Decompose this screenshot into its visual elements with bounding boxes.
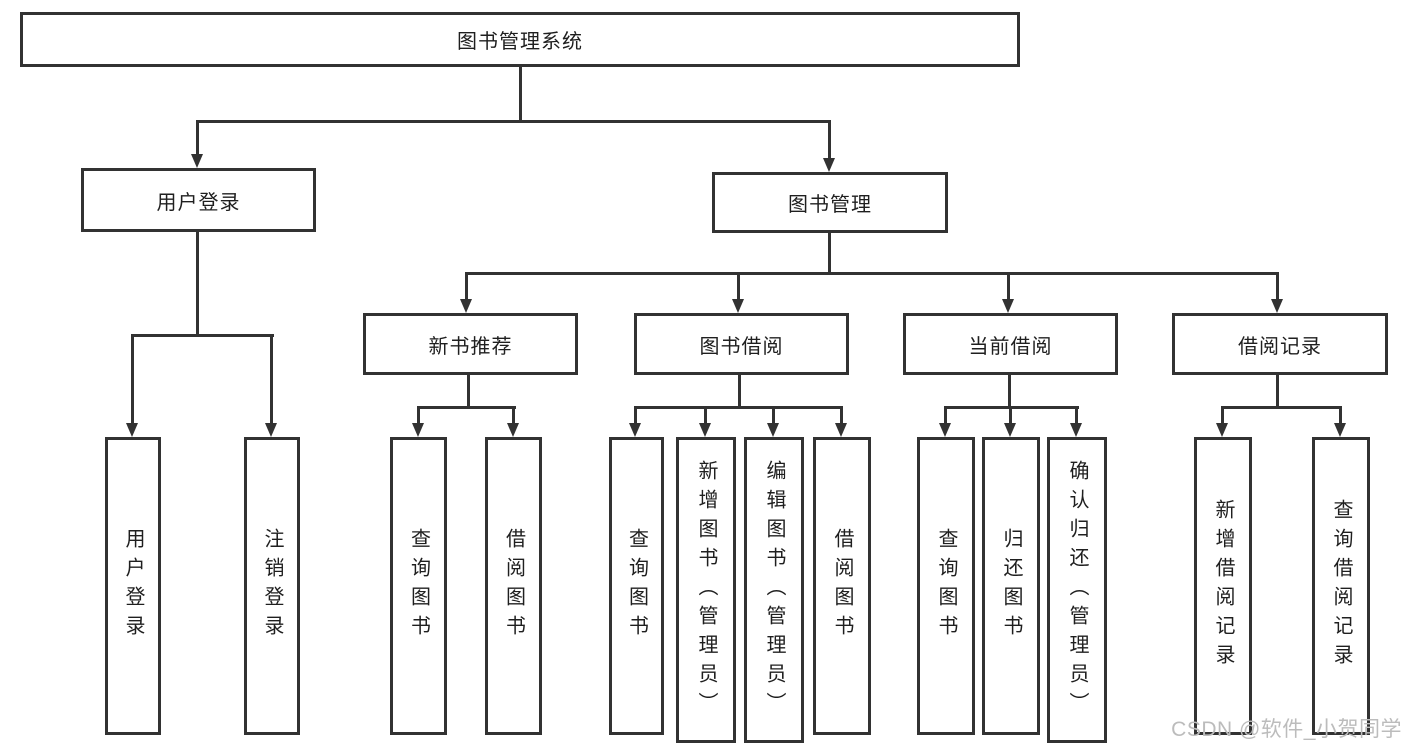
connector-line xyxy=(704,406,707,424)
arrowhead-down-icon xyxy=(767,423,779,437)
connector-line xyxy=(519,67,522,123)
node-user-login: 用户登录 xyxy=(81,168,316,232)
leaf-borrow-books-recommend: 借阅图书 xyxy=(485,437,542,735)
connector-line xyxy=(828,233,831,275)
connector-line xyxy=(840,406,843,424)
connector-line xyxy=(772,406,775,424)
connector-line xyxy=(1221,406,1342,409)
arrowhead-down-icon xyxy=(412,423,424,437)
arrowhead-down-icon xyxy=(823,158,835,172)
connector-line xyxy=(828,120,831,160)
arrowhead-down-icon xyxy=(507,423,519,437)
connector-line xyxy=(196,120,199,156)
leaf-edit-book-admin-label: 编辑图书（管理员） xyxy=(763,459,785,721)
leaf-query-borrow-record: 查询借阅记录 xyxy=(1312,437,1370,735)
arrowhead-down-icon xyxy=(460,299,472,313)
arrowhead-down-icon xyxy=(1070,423,1082,437)
leaf-return-book-label: 归还图书 xyxy=(1000,528,1022,644)
leaf-return-book: 归还图书 xyxy=(982,437,1040,735)
connector-line xyxy=(1007,272,1010,300)
node-user-login-label: 用户登录 xyxy=(156,191,241,214)
arrowhead-down-icon xyxy=(1271,299,1283,313)
leaf-confirm-return-admin: 确认归还（管理员） xyxy=(1047,437,1107,743)
connector-line xyxy=(131,334,134,424)
node-new-book-recommendation-label: 新书推荐 xyxy=(428,335,513,358)
node-library-system-label: 图书管理系统 xyxy=(457,31,583,53)
connector-line xyxy=(1221,406,1224,424)
leaf-user-login: 用户登录 xyxy=(105,437,161,735)
arrowhead-down-icon xyxy=(1002,299,1014,313)
connector-line xyxy=(1339,406,1342,424)
connector-line xyxy=(1009,406,1012,424)
leaf-logout-label: 注销登录 xyxy=(261,528,283,644)
node-current-borrowing-label: 当前借阅 xyxy=(968,335,1053,358)
node-book-borrowing: 图书借阅 xyxy=(634,313,849,375)
arrowhead-down-icon xyxy=(1334,423,1346,437)
connector-line xyxy=(944,406,947,424)
leaf-query-books-recommend: 查询图书 xyxy=(390,437,447,735)
leaf-user-login-label: 用户登录 xyxy=(122,528,144,644)
connector-line xyxy=(634,406,843,409)
csdn-watermark: CSDN @软件_小贺同学 xyxy=(1171,718,1402,741)
arrowhead-down-icon xyxy=(699,423,711,437)
leaf-query-books-current: 查询图书 xyxy=(917,437,975,735)
leaf-borrow-books-recommend-label: 借阅图书 xyxy=(502,528,525,644)
leaf-borrow-books-borrowing: 借阅图书 xyxy=(813,437,871,735)
leaf-query-borrow-record-label: 查询借阅记录 xyxy=(1330,499,1352,673)
leaf-add-book-admin-label: 新增图书（管理员） xyxy=(695,459,717,721)
arrowhead-down-icon xyxy=(126,423,138,437)
connector-line xyxy=(417,406,420,424)
leaf-confirm-return-admin-label: 确认归还（管理员） xyxy=(1066,459,1088,721)
leaf-query-books-recommend-label: 查询图书 xyxy=(407,528,430,644)
leaf-query-books-borrowing-label: 查询图书 xyxy=(625,528,648,644)
connector-line xyxy=(467,375,470,409)
arrowhead-down-icon xyxy=(835,423,847,437)
leaf-add-book-admin: 新增图书（管理员） xyxy=(676,437,736,743)
connector-line xyxy=(196,232,199,337)
arrowhead-down-icon xyxy=(1004,423,1016,437)
arrowhead-down-icon xyxy=(1216,423,1228,437)
arrowhead-down-icon xyxy=(732,299,744,313)
arrowhead-down-icon xyxy=(265,423,277,437)
connector-line xyxy=(465,272,1279,275)
connector-line xyxy=(1276,272,1279,300)
leaf-query-books-borrowing: 查询图书 xyxy=(609,437,664,735)
connector-line xyxy=(196,120,831,123)
leaf-logout: 注销登录 xyxy=(244,437,300,735)
node-borrowing-records-label: 借阅记录 xyxy=(1238,335,1322,358)
node-library-system: 图书管理系统 xyxy=(20,12,1020,67)
node-book-borrowing-label: 图书借阅 xyxy=(699,335,784,358)
node-book-management-label: 图书管理 xyxy=(788,194,872,216)
node-borrowing-records: 借阅记录 xyxy=(1172,313,1388,375)
arrowhead-down-icon xyxy=(629,423,641,437)
leaf-add-borrow-record-label: 新增借阅记录 xyxy=(1212,499,1234,673)
leaf-add-borrow-record: 新增借阅记录 xyxy=(1194,437,1252,735)
leaf-edit-book-admin: 编辑图书（管理员） xyxy=(744,437,804,743)
connector-line xyxy=(1276,375,1279,409)
node-current-borrowing: 当前借阅 xyxy=(903,313,1118,375)
connector-line xyxy=(634,406,637,424)
node-book-management: 图书管理 xyxy=(712,172,948,233)
leaf-query-books-current-label: 查询图书 xyxy=(935,528,957,644)
connector-line xyxy=(738,375,741,409)
connector-line xyxy=(512,406,515,424)
connector-line xyxy=(465,272,468,300)
node-new-book-recommendation: 新书推荐 xyxy=(363,313,578,375)
connector-line xyxy=(737,272,740,300)
arrowhead-down-icon xyxy=(191,154,203,168)
connector-line xyxy=(270,334,273,424)
connector-line xyxy=(131,334,274,337)
connector-line xyxy=(1075,406,1078,424)
connector-line xyxy=(1008,375,1011,409)
connector-line xyxy=(417,406,516,409)
arrowhead-down-icon xyxy=(939,423,951,437)
leaf-borrow-books-borrowing-label: 借阅图书 xyxy=(831,528,853,644)
